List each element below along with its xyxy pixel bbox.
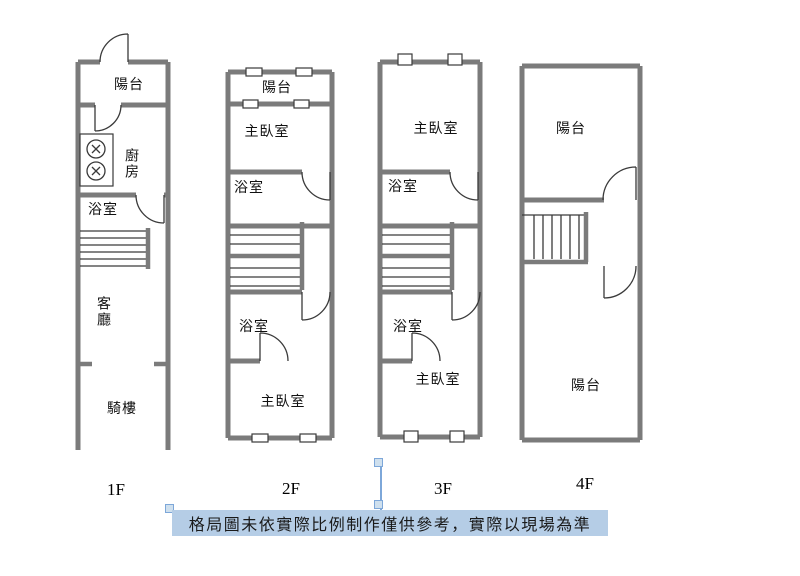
stairs-icon: [382, 222, 455, 290]
stairs-icon: [230, 222, 305, 290]
room-label-1f-balcony: 陽台: [114, 76, 144, 92]
door-arc-icon: [94, 104, 122, 132]
floor-label-1f: 1F: [107, 480, 125, 499]
door-arc-icon: [259, 332, 289, 362]
room-label-2f-master-bottom: 主臥室: [260, 393, 306, 409]
door-arc-icon: [135, 194, 165, 224]
room-label-1f-living: 客廳: [96, 296, 112, 328]
floorplan-3f: [377, 53, 483, 443]
selection-anchor-line: [380, 461, 382, 510]
room-label-2f-master-top: 主臥室: [244, 123, 290, 139]
stove-icon: [79, 133, 114, 187]
window-icon: [449, 430, 465, 443]
floorplan-4f: [519, 63, 643, 443]
window-icon: [295, 67, 313, 77]
floorplan-1f: [75, 33, 171, 450]
window-icon: [403, 430, 419, 443]
room-label-1f-bath: 浴室: [88, 201, 118, 217]
room-label-1f-kitchen: 廚房: [124, 148, 140, 180]
room-label-4f-balcony-bottom: 陽台: [571, 377, 601, 393]
selection-handle[interactable]: [374, 458, 383, 467]
room-label-4f-balcony-top: 陽台: [556, 120, 586, 136]
stairs-icon: [522, 212, 589, 265]
window-icon: [293, 99, 310, 109]
window-icon: [299, 433, 317, 443]
floor-label-2f: 2F: [282, 479, 300, 498]
door-arc-icon: [602, 166, 637, 201]
selection-handle[interactable]: [374, 500, 383, 509]
walls-3f: [377, 59, 483, 440]
room-label-3f-master-top: 主臥室: [413, 120, 459, 136]
room-label-3f-bath-bottom: 浴室: [393, 318, 423, 334]
walls-4f: [519, 63, 643, 443]
floorplan-2f: [225, 67, 335, 443]
selection-handle[interactable]: [165, 504, 174, 513]
window-icon: [397, 53, 413, 66]
window-icon: [245, 67, 263, 77]
room-label-2f-balcony: 陽台: [262, 79, 292, 95]
door-arc-icon: [449, 171, 479, 201]
door-arc-icon: [603, 265, 637, 299]
window-icon: [447, 53, 463, 66]
door-arc-icon: [411, 332, 441, 362]
door-arc-icon: [451, 291, 481, 321]
window-icon: [251, 433, 269, 443]
walls-1f: [75, 59, 171, 450]
disclaimer-highlight: 格局圖未依實際比例制作僅供參考，實際以現場為準: [172, 510, 608, 536]
door-arc-icon: [301, 171, 331, 201]
door-arc-icon: [99, 33, 129, 63]
floor-label-3f: 3F: [434, 479, 452, 498]
room-label-3f-bath-top: 浴室: [388, 178, 418, 194]
disclaimer-text: 格局圖未依實際比例制作僅供參考，實際以現場為準: [188, 517, 592, 534]
room-label-2f-bath-top: 浴室: [234, 179, 264, 195]
room-label-2f-bath-bottom: 浴室: [239, 318, 269, 334]
room-label-1f-arcade: 騎樓: [107, 400, 137, 416]
stairs-icon: [80, 228, 151, 269]
floor-label-4f: 4F: [576, 474, 594, 493]
walls-2f: [225, 69, 335, 441]
door-arc-icon: [301, 291, 331, 321]
window-icon: [242, 99, 259, 109]
room-label-3f-master-bottom: 主臥室: [415, 371, 461, 387]
